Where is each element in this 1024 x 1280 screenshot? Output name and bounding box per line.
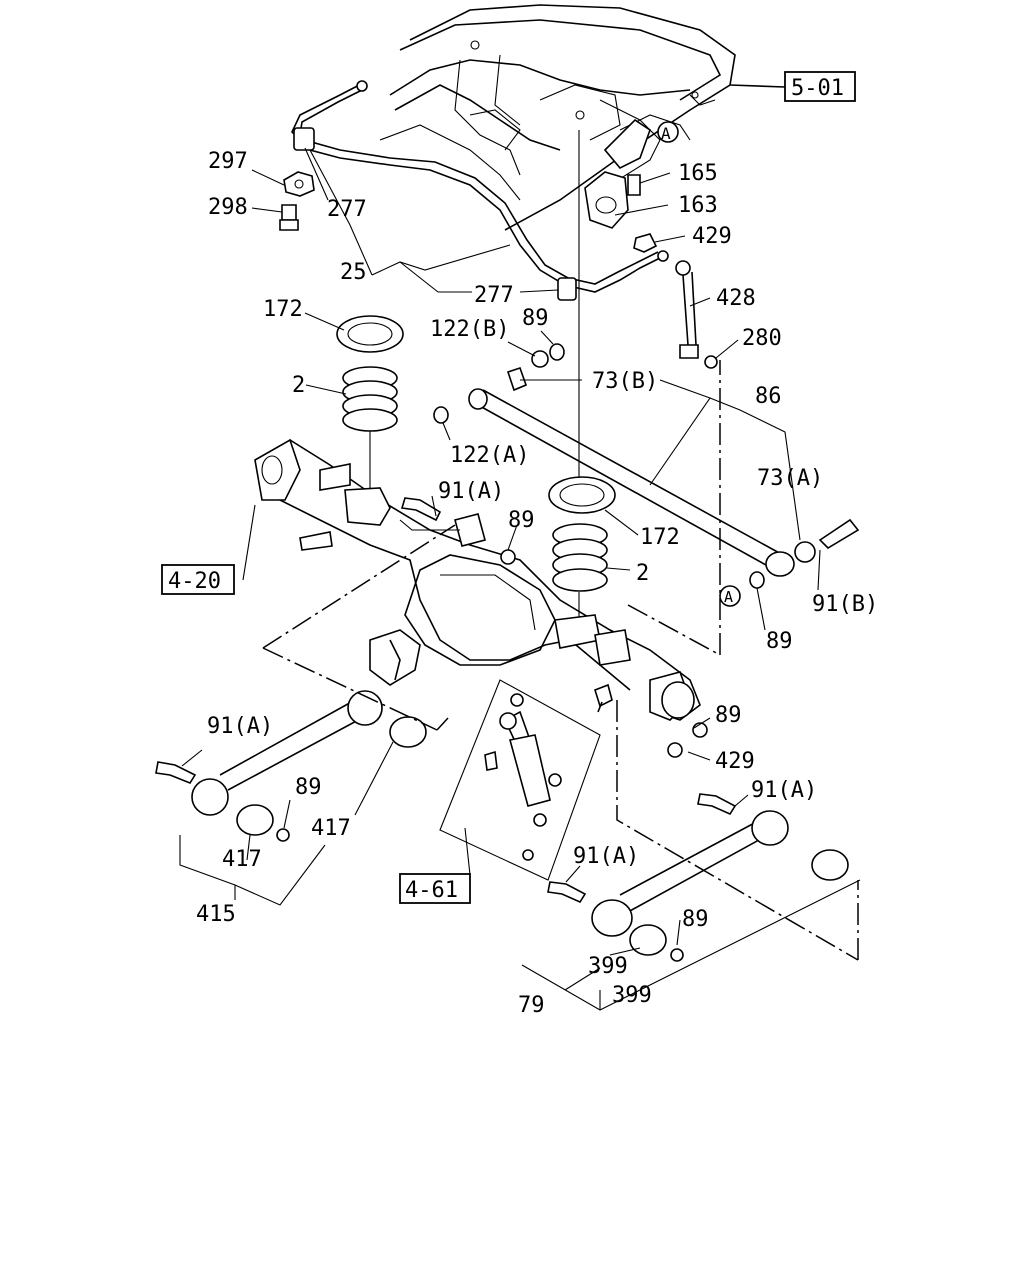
stabilizer-bushing-left	[293, 127, 315, 151]
label-172-left[interactable]: 172	[263, 297, 303, 322]
grouping-lines	[262, 360, 859, 961]
label-79[interactable]: 79	[518, 993, 545, 1018]
label-89-housing[interactable]: 89	[715, 703, 742, 728]
label-86[interactable]: 86	[755, 384, 782, 409]
leader-lines	[179, 147, 861, 1011]
lower-link-left	[155, 690, 427, 842]
label-122b[interactable]: 122(B)	[430, 317, 509, 342]
label-89-top[interactable]: 89	[522, 306, 549, 331]
label-2-right[interactable]: 2	[636, 561, 649, 586]
reference-box-4-61[interactable]: 4-61	[399, 873, 471, 904]
label-277-top[interactable]: 277	[327, 197, 367, 222]
label-91a-left[interactable]: 91(A)	[207, 714, 273, 739]
coil-spring-right	[548, 130, 616, 622]
label-415[interactable]: 415	[196, 902, 236, 927]
reference-box-4-20[interactable]: 4-20	[161, 564, 235, 595]
label-2-left[interactable]: 2	[292, 373, 305, 398]
label-172-right[interactable]: 172	[640, 525, 680, 550]
shock-absorber	[439, 679, 613, 881]
ref-4-61[interactable]: 4-61	[405, 878, 458, 903]
label-89-rod[interactable]: 89	[766, 629, 793, 654]
label-298[interactable]: 298	[208, 195, 248, 220]
label-25[interactable]: 25	[340, 260, 367, 285]
lower-link-right	[547, 722, 849, 962]
label-429-bottom[interactable]: 429	[715, 749, 755, 774]
label-277-bottom[interactable]: 277	[474, 283, 514, 308]
label-91a-upper[interactable]: 91(A)	[438, 479, 504, 504]
vehicle-frame	[379, 4, 786, 231]
lateral-rod	[433, 343, 860, 607]
label-91b[interactable]: 91(B)	[812, 592, 878, 617]
marker-a-top: A	[661, 124, 671, 143]
label-89-right-link[interactable]: 89	[682, 907, 709, 932]
reference-box-5-01[interactable]: 5-01	[784, 71, 856, 102]
ref-5-01[interactable]: 5-01	[791, 76, 844, 101]
label-89-left-link[interactable]: 89	[295, 775, 322, 800]
label-73b[interactable]: 73(B)	[592, 369, 658, 394]
label-122a[interactable]: 122(A)	[450, 443, 529, 468]
stabilizer-bushing-right	[557, 277, 577, 301]
label-399-upper[interactable]: 399	[588, 954, 628, 979]
label-417-lower[interactable]: 417	[222, 847, 262, 872]
ref-4-20[interactable]: 4-20	[168, 569, 221, 594]
label-89-axle[interactable]: 89	[508, 508, 535, 533]
stabilizer-link	[633, 233, 718, 369]
label-163[interactable]: 163	[678, 193, 718, 218]
reference-marker-a-bottom	[719, 585, 741, 607]
bracket-and-bolt	[279, 171, 315, 231]
rear-axle-housing	[254, 438, 701, 721]
stabilizer-bar	[291, 80, 669, 301]
reference-marker-a-top	[657, 121, 679, 143]
label-399-lower[interactable]: 399	[612, 983, 652, 1008]
label-73a[interactable]: 73(A)	[757, 466, 823, 491]
part-labels: 297 298 277 25 277 165 163 429 428 280 1…	[196, 149, 878, 1018]
label-91a-bottom[interactable]: 91(A)	[573, 844, 639, 869]
marker-a-bottom: A	[724, 588, 733, 606]
label-429-top[interactable]: 429	[692, 224, 732, 249]
label-428[interactable]: 428	[716, 286, 756, 311]
label-417-upper[interactable]: 417	[311, 816, 351, 841]
coil-spring-left	[336, 315, 404, 505]
label-165[interactable]: 165	[678, 161, 718, 186]
label-91a-right[interactable]: 91(A)	[751, 778, 817, 803]
bump-stop-assembly	[584, 118, 679, 229]
label-297[interactable]: 297	[208, 149, 248, 174]
label-280[interactable]: 280	[742, 326, 782, 351]
